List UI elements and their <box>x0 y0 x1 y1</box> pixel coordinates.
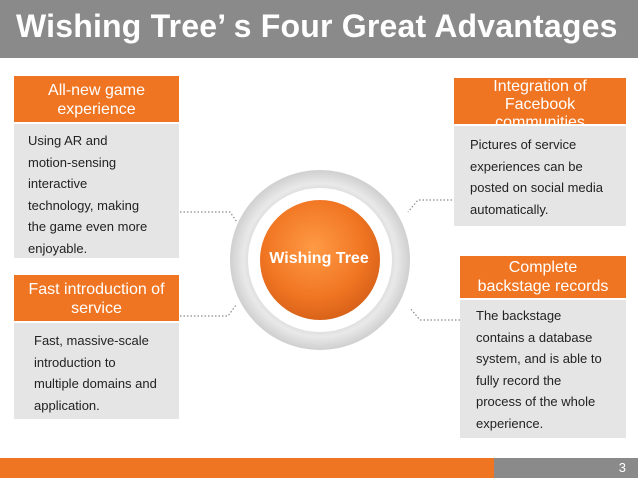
connector-bottom-left <box>180 304 237 317</box>
top-left-body-line: Using AR and <box>28 133 108 148</box>
top-right-heading-line: Facebook <box>504 96 576 113</box>
top-left-heading: All-new game experience <box>14 76 179 122</box>
top-right-body: Pictures of service experiences can be p… <box>454 126 626 226</box>
top-left-heading-line: All-new game <box>48 82 145 99</box>
bottom-right-body-line: system, and is able to <box>476 351 602 366</box>
top-left-body-line: the game even more <box>28 219 148 234</box>
top-right-body-line: automatically. <box>470 201 549 217</box>
top-right-heading-line: Integration of <box>493 78 587 95</box>
bottom-right-body: The backstage contains a database system… <box>460 300 626 438</box>
connector-top-right <box>407 199 452 213</box>
title-bar <box>0 0 638 58</box>
top-left-heading-line: experience <box>57 101 136 118</box>
top-right-heading-line: communities <box>495 114 585 124</box>
page-number: 3 <box>618 460 626 475</box>
top-left-body-line: technology, making <box>28 197 140 213</box>
top-left-body-line: interactive <box>28 176 88 191</box>
bottom-right-heading-line: Complete <box>508 259 578 276</box>
center-orange-core <box>260 200 380 320</box>
bottom-left-heading: Fast introduction of service <box>14 275 179 321</box>
footer-accent-bar <box>0 458 494 478</box>
bottom-left-heading-line: service <box>71 300 122 317</box>
bottom-left-body-line: multiple domains and <box>34 376 157 391</box>
bottom-right-heading: Complete backstage records <box>460 256 626 298</box>
connector-bottom-right <box>409 307 460 321</box>
bottom-right-body-line: The backstage <box>476 308 562 323</box>
bottom-left-body-line: application. <box>34 397 100 413</box>
top-right-body-line: Pictures of service <box>470 137 577 152</box>
top-left-body-line: motion-sensing <box>28 154 117 170</box>
center-label: Wishing Tree <box>269 250 369 267</box>
top-left-body: Using AR and motion-sensing interactive … <box>14 124 179 258</box>
bottom-right-body-line: fully record the <box>476 372 562 388</box>
top-right-body-line: experiences can be <box>470 158 583 174</box>
bottom-left-body-line: Fast, massive-scale <box>34 333 149 348</box>
slide-title: Wishing Tree’ s Four Great Advantages <box>16 8 618 44</box>
bottom-left-body-line: introduction to <box>34 354 116 370</box>
bottom-left-body: Fast, massive-scale introduction to mult… <box>14 323 179 419</box>
bottom-right-body-line: experience. <box>476 415 544 431</box>
top-right-body-line: posted on social media <box>470 180 603 195</box>
connector-top-left <box>180 211 238 223</box>
bottom-right-body-line: contains a database <box>476 329 593 345</box>
bottom-right-body-line: process of the whole <box>476 394 596 409</box>
top-right-heading: Integration of Facebook communities <box>454 78 626 124</box>
bottom-right-heading-line: backstage records <box>477 278 609 295</box>
bottom-left-heading-line: Fast introduction of <box>28 281 165 298</box>
top-left-body-line: enjoyable. <box>28 240 88 256</box>
footer-page-bar <box>494 458 638 478</box>
